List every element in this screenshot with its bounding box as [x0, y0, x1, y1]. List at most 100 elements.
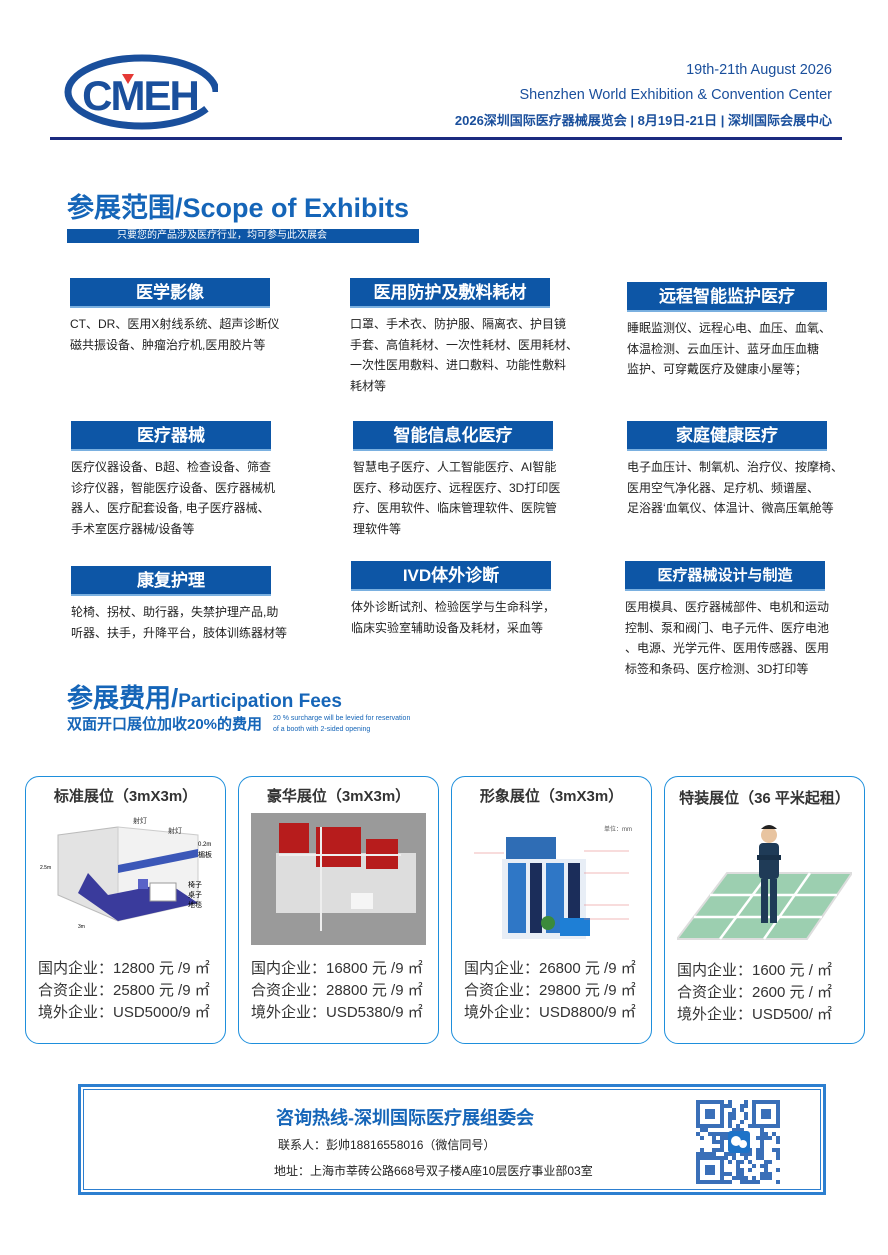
category-header: 康复护理: [71, 566, 271, 596]
category-header: 远程智能监护医疗: [627, 282, 827, 312]
booth-price: 合资企业：29800 元 /9 ㎡: [464, 982, 636, 999]
booth-price: 境外企业：USD500/ ㎡: [677, 1006, 833, 1023]
fees-title: 参展费用/Participation Fees: [67, 678, 342, 715]
svg-text:2.5m: 2.5m: [40, 865, 51, 871]
category-line: 控制、泵和阀门、电子元件、医疗电池: [625, 620, 830, 635]
category-line: 诊疗仪器，智能医疗设备、医疗器械机: [71, 480, 276, 495]
category-line: 一次性医用敷料、进口敷料、功能性敷料: [350, 358, 567, 372]
logo: CMEH: [62, 52, 220, 130]
category-description: 睡眠监测仪、远程心电、血压、血氧、体温检测、云血压计、蓝牙血压血糖监护、可穿戴医…: [627, 318, 867, 380]
category-line: 器人、医疗配套设备, 电子医疗器械、: [71, 501, 270, 515]
booth-title: 特装展位（36 平米起租）: [679, 790, 850, 807]
category-line: 医疗、移动医疗、远程医疗、3D打印医: [353, 480, 561, 495]
fees-title-cn: 参展费用/: [67, 683, 179, 713]
svg-text:CMEH: CMEH: [82, 72, 198, 119]
category-header: 医疗器械设计与制造: [625, 561, 825, 591]
svg-text:地毯: 地毯: [188, 900, 202, 909]
category-line: 体外诊断试剂、检验医学与生命科学，: [351, 600, 556, 614]
category-description: 口罩、手术衣、防护服、隔离衣、护目镜手套、高值耗材、一次性耗材、医用耗材、一次性…: [350, 314, 590, 396]
category-line: 智慧电子医疗、人工智能医疗、AI智能: [353, 460, 557, 474]
svg-text:0.2m: 0.2m: [198, 842, 211, 848]
category-line: 、电源、光学元件、医用传感器、医用: [625, 641, 830, 655]
category-line: 理软件等: [353, 521, 402, 536]
booth-title: 豪华展位（3mX3m）: [266, 788, 411, 805]
category-header: 医学影像: [70, 278, 270, 308]
booth-price: 合资企业：28800 元 /9 ㎡: [251, 982, 423, 999]
category-line: 医用空气净化器、足疗机、频谱屋、: [627, 480, 820, 495]
category-line: 体温检测、云血压计、蓝牙血压血糖: [627, 341, 820, 356]
category-line: 口罩、手术衣、防护服、隔离衣、护目镜: [350, 317, 567, 331]
svg-text:3m: 3m: [78, 924, 85, 930]
contact-title: 咨询热线-深圳国际医疗展组委会: [276, 1108, 534, 1128]
contact-box: 咨询热线-深圳国际医疗展组委会 联系人：彭帅18816558016（微信同号） …: [78, 1084, 826, 1195]
scope-title: 参展范围/Scope of Exhibits: [67, 193, 410, 223]
category-description: 智慧电子医疗、人工智能医疗、AI智能医疗、移动医疗、远程医疗、3D打印医疗、医用…: [353, 457, 593, 539]
event-venue: Shenzhen World Exhibition & Convention C…: [519, 87, 832, 103]
booth-price: 国内企业：26800 元 /9 ㎡: [464, 960, 636, 977]
booth-price: 国内企业：12800 元 /9 ㎡: [38, 960, 210, 977]
category-line: 听器、扶手，升降平台，肢体训练器材等: [71, 625, 288, 640]
category-header: 医疗器械: [71, 421, 271, 451]
category-description: 体外诊断试剂、检验医学与生命科学， 临床实验室辅助设备及耗材，采血等: [351, 597, 591, 638]
luxury-booth-image: [251, 813, 426, 945]
surcharge-en-line: of a booth with 2-sided opening: [273, 726, 371, 733]
category-header: 医用防护及敷料耗材: [350, 278, 550, 308]
svg-text:单位：mm: 单位：mm: [604, 825, 632, 833]
booth-price: 境外企业：USD5380/9 ㎡: [251, 1004, 423, 1021]
surcharge-cn: 双面开口展位加收20%的费用: [67, 716, 263, 733]
category-header: IVD体外诊断: [351, 561, 551, 591]
booth-price: 境外企业：USD8800/9 ㎡: [464, 1004, 636, 1021]
svg-text:桌子: 桌子: [188, 890, 202, 899]
svg-text:楣板: 楣板: [198, 850, 212, 859]
image-booth-image: 单位：mm: [464, 813, 639, 945]
booth-price: 合资企业：2600 元 / ㎡: [677, 984, 833, 1001]
category-description: 电子血压计、制氧机、治疗仪、按摩椅、医用空气净化器、足疗机、频谱屋、足浴器‘血氧…: [627, 457, 867, 519]
event-date: 19th-21th August 2026: [686, 62, 832, 78]
booth-price: 国内企业：16800 元 /9 ㎡: [251, 960, 423, 977]
svg-text:射灯: 射灯: [168, 826, 182, 835]
category-line: 手套、高值耗材、一次性耗材、医用耗材、: [350, 337, 579, 352]
category-line: 手术室医疗器械/设备等: [71, 521, 195, 536]
surcharge-en: 20 % surcharge will be levied for reserv…: [273, 713, 410, 735]
category-header: 家庭健康医疗: [627, 421, 827, 451]
category-line: 电子血压计、制氧机、治疗仪、按摩椅、: [627, 460, 844, 474]
svg-text:椅子: 椅子: [188, 880, 202, 889]
event-cn-info: 2026深圳国际医疗器械展览会 | 8月19日-21日 | 深圳国际会展中心: [454, 113, 832, 128]
booth-title: 标准展位（3mX3m）: [53, 788, 198, 805]
contact-address: 地址：上海市莘砖公路668号双子楼A座10层医疗事业部03室: [274, 1164, 593, 1178]
svg-text:射灯: 射灯: [133, 816, 147, 825]
category-line: 监护、可穿戴医疗及健康小屋等；: [627, 362, 808, 376]
scope-subtitle: 只要您的产品涉及医疗行业，均可参与此次展会: [67, 229, 419, 243]
category-header: 智能信息化医疗: [353, 421, 553, 451]
category-line: 轮椅、拐杖、助行器，失禁护理产品,助: [71, 605, 279, 619]
contact-person: 联系人：彭帅18816558016（微信同号）: [278, 1138, 496, 1152]
surcharge-en-line: 20 % surcharge will be levied for reserv…: [273, 715, 411, 722]
category-line: 足浴器‘血氧仪、体温计、微高压氧舱等: [627, 501, 834, 515]
category-line: 医疗仪器设备、B超、检查设备、筛查: [71, 460, 272, 474]
category-line: 医用模具、医疗器械部件、电机和运动: [625, 600, 830, 614]
category-line: 临床实验室辅助设备及耗材，采血等: [351, 620, 544, 635]
category-line: 睡眠监测仪、远程心电、血压、血氧、: [627, 321, 832, 335]
raw-space-businessman-image: [674, 813, 854, 945]
booth-title: 形象展位（3mX3m）: [479, 788, 624, 805]
booth-price: 国内企业：1600 元 / ㎡: [677, 962, 833, 979]
category-line: 标签和条码、医疗检测、3D打印等: [625, 661, 809, 676]
category-line: 磁共振设备、肿瘤治疗机,医用胶片等: [70, 337, 266, 352]
category-description: 医用模具、医疗器械部件、电机和运动控制、泵和阀门、电子元件、医疗电池、电源、光学…: [625, 597, 865, 679]
category-description: CT、DR、医用X射线系统、超声诊断仪磁共振设备、肿瘤治疗机,医用胶片等: [70, 314, 310, 355]
fees-title-en: Participation Fees: [178, 691, 342, 712]
booth-price: 合资企业：25800 元 /9 ㎡: [38, 982, 210, 999]
category-description: 医疗仪器设备、B超、检查设备、筛查诊疗仪器，智能医疗设备、医疗器械机器人、医疗配…: [71, 457, 311, 539]
category-line: 疗、医用软件、临床管理软件、医院管: [353, 501, 558, 515]
wechat-qr-code-icon: [696, 1100, 784, 1186]
category-line: 耗材等: [350, 378, 387, 393]
category-line: CT、DR、医用X射线系统、超声诊断仪: [70, 317, 280, 331]
category-description: 轮椅、拐杖、助行器，失禁护理产品,助听器、扶手，升降平台，肢体训练器材等: [71, 602, 311, 643]
header-divider: [50, 137, 842, 140]
booth-price: 境外企业：USD5000/9 ㎡: [38, 1004, 210, 1021]
